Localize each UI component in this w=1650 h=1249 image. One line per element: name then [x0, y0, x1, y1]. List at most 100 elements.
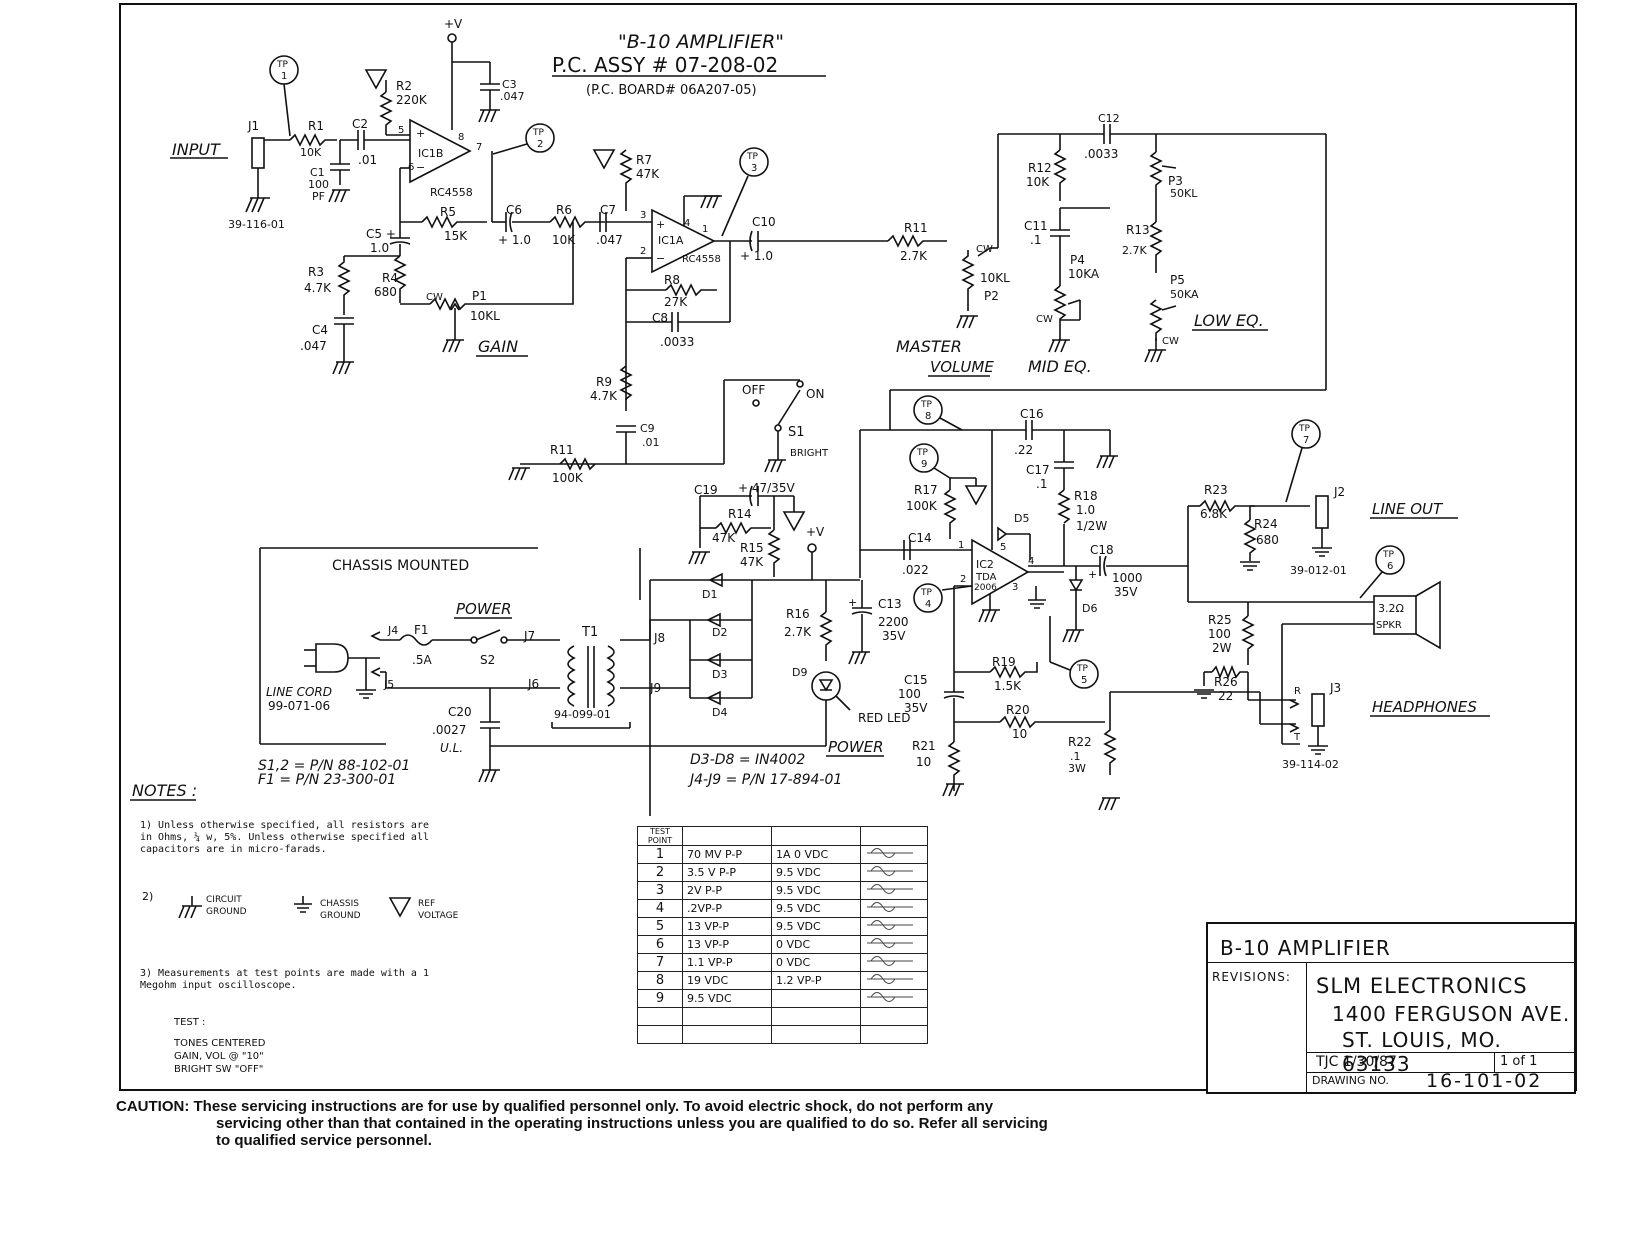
svg-text:1/2W: 1/2W: [1076, 519, 1107, 533]
note-3: 3) Measurements at test points are made …: [140, 968, 429, 991]
waveform-icon: [860, 1007, 928, 1026]
note-1: 1) Unless otherwise specified, all resis…: [140, 820, 429, 855]
table-cell: [771, 1025, 861, 1044]
svg-text:R9: R9: [596, 375, 612, 389]
svg-text:R8: R8: [664, 273, 680, 287]
svg-text:R3: R3: [308, 265, 324, 279]
opamp-ic1a: [651, 208, 716, 274]
low-eq-label: LOW EQ.: [1194, 311, 1264, 330]
svg-text:15K: 15K: [444, 229, 468, 243]
svg-text:D5: D5: [1014, 512, 1029, 525]
waveform-icon: [860, 845, 928, 864]
svg-text:D3: D3: [712, 668, 727, 681]
svg-text:.047: .047: [596, 233, 623, 247]
svg-text:TP: TP: [920, 588, 932, 598]
table-cell: [682, 1025, 772, 1044]
table-cell: .2VP-P: [682, 899, 772, 918]
waveform-icon: [860, 953, 928, 972]
table-cell: 7: [637, 953, 683, 972]
jack-j2: [1315, 495, 1329, 529]
svg-text:2200: 2200: [878, 615, 909, 629]
svg-text:F1 = P/N 23-300-01: F1 = P/N 23-300-01: [258, 772, 396, 788]
test-point-4: [913, 583, 943, 613]
svg-text:39-116-01: 39-116-01: [228, 218, 285, 231]
table-cell: 9.5 VDC: [771, 899, 861, 918]
svg-text:U.L.: U.L.: [440, 741, 463, 755]
svg-text:D4: D4: [712, 706, 727, 719]
svg-text:8: 8: [925, 411, 931, 422]
svg-text:+: +: [848, 596, 857, 609]
svg-text:P2: P2: [984, 289, 999, 303]
table-cell: 13 VP-P: [682, 917, 772, 936]
svg-text:1.5K: 1.5K: [994, 679, 1022, 693]
svg-text:R11: R11: [550, 443, 574, 457]
svg-text:D9: D9: [792, 666, 807, 679]
svg-text:R26: R26: [1214, 675, 1238, 689]
ic1a-stage: + − IC1A RC4558 3 2 4 1 R8 27K C8 .0033 …: [508, 147, 888, 485]
svg-text:6.8K: 6.8K: [1200, 507, 1228, 521]
svg-text:C10: C10: [752, 215, 776, 229]
table-cell: 2: [637, 863, 683, 882]
svg-text:4: 4: [1028, 556, 1034, 567]
svg-text:2.7K: 2.7K: [1122, 244, 1147, 257]
caution-label: CAUTION:: [116, 1098, 190, 1115]
svg-text:47K: 47K: [712, 531, 736, 545]
svg-text:S2: S2: [480, 653, 495, 667]
svg-text:6: 6: [408, 162, 414, 173]
svg-text:+: +: [656, 218, 665, 231]
test-point-5: [1069, 659, 1099, 689]
test-point-3: [739, 147, 769, 177]
notes-block: 1) Unless otherwise specified, all resis…: [140, 820, 440, 1076]
svg-text:.0033: .0033: [660, 335, 694, 349]
svg-text:100: 100: [898, 687, 921, 701]
svg-text:PF: PF: [312, 190, 325, 203]
jack-j3: [1311, 693, 1325, 727]
svg-text:R17: R17: [914, 483, 938, 497]
svg-text:R19: R19: [992, 655, 1016, 669]
table-cell: 5: [637, 917, 683, 936]
table-row: [637, 1007, 928, 1026]
svg-text:C7: C7: [600, 203, 616, 217]
svg-text:D1: D1: [702, 588, 717, 601]
test-heading: TEST :: [174, 1017, 206, 1028]
svg-text:R21: R21: [912, 739, 936, 753]
svg-text:C15: C15: [904, 673, 928, 687]
svg-text:TP: TP: [276, 60, 288, 70]
svg-text:.01: .01: [642, 436, 660, 449]
svg-text:C9: C9: [640, 422, 655, 435]
svg-text:S1: S1: [788, 425, 805, 440]
svg-text:10KA: 10KA: [1068, 267, 1100, 281]
svg-text:GROUND: GROUND: [320, 911, 361, 921]
pc-board-number: (P.C. BOARD# 06A207-05): [586, 83, 757, 98]
svg-text:J8: J8: [653, 631, 665, 645]
svg-text:BRIGHT: BRIGHT: [790, 448, 829, 459]
drawn-by-date: TJC 1/30/87: [1316, 1054, 1397, 1070]
caution-line-3: to qualified service personnel.: [216, 1132, 432, 1149]
caution-notice: CAUTION: These servicing instructions ar…: [116, 1098, 1236, 1149]
table-cell: 2V P-P: [682, 881, 772, 900]
svg-text:R1: R1: [308, 119, 324, 133]
svg-text:TP: TP: [1076, 664, 1088, 674]
table-cell: [682, 1007, 772, 1026]
svg-text:+: +: [1088, 568, 1097, 581]
table-cell: 9.5 VDC: [771, 881, 861, 900]
svg-text:TP: TP: [532, 128, 544, 138]
svg-text:4: 4: [684, 218, 690, 229]
power-amp-ic2: [971, 538, 1030, 606]
svg-text:39-012-01: 39-012-01: [1290, 564, 1347, 577]
svg-text:4.7K: 4.7K: [304, 281, 332, 295]
svg-text:+ 1.0: + 1.0: [498, 233, 531, 247]
svg-text:J7: J7: [523, 629, 535, 643]
svg-text:TP: TP: [920, 400, 932, 410]
led-d9: [811, 671, 841, 701]
waveform-icon: [860, 971, 928, 990]
svg-text:R: R: [1294, 686, 1301, 697]
waveform-icon: [860, 989, 928, 1008]
master-volume-label-2: VOLUME: [930, 358, 994, 376]
svg-text:5: 5: [398, 125, 404, 136]
svg-text:RC4558: RC4558: [430, 186, 473, 199]
